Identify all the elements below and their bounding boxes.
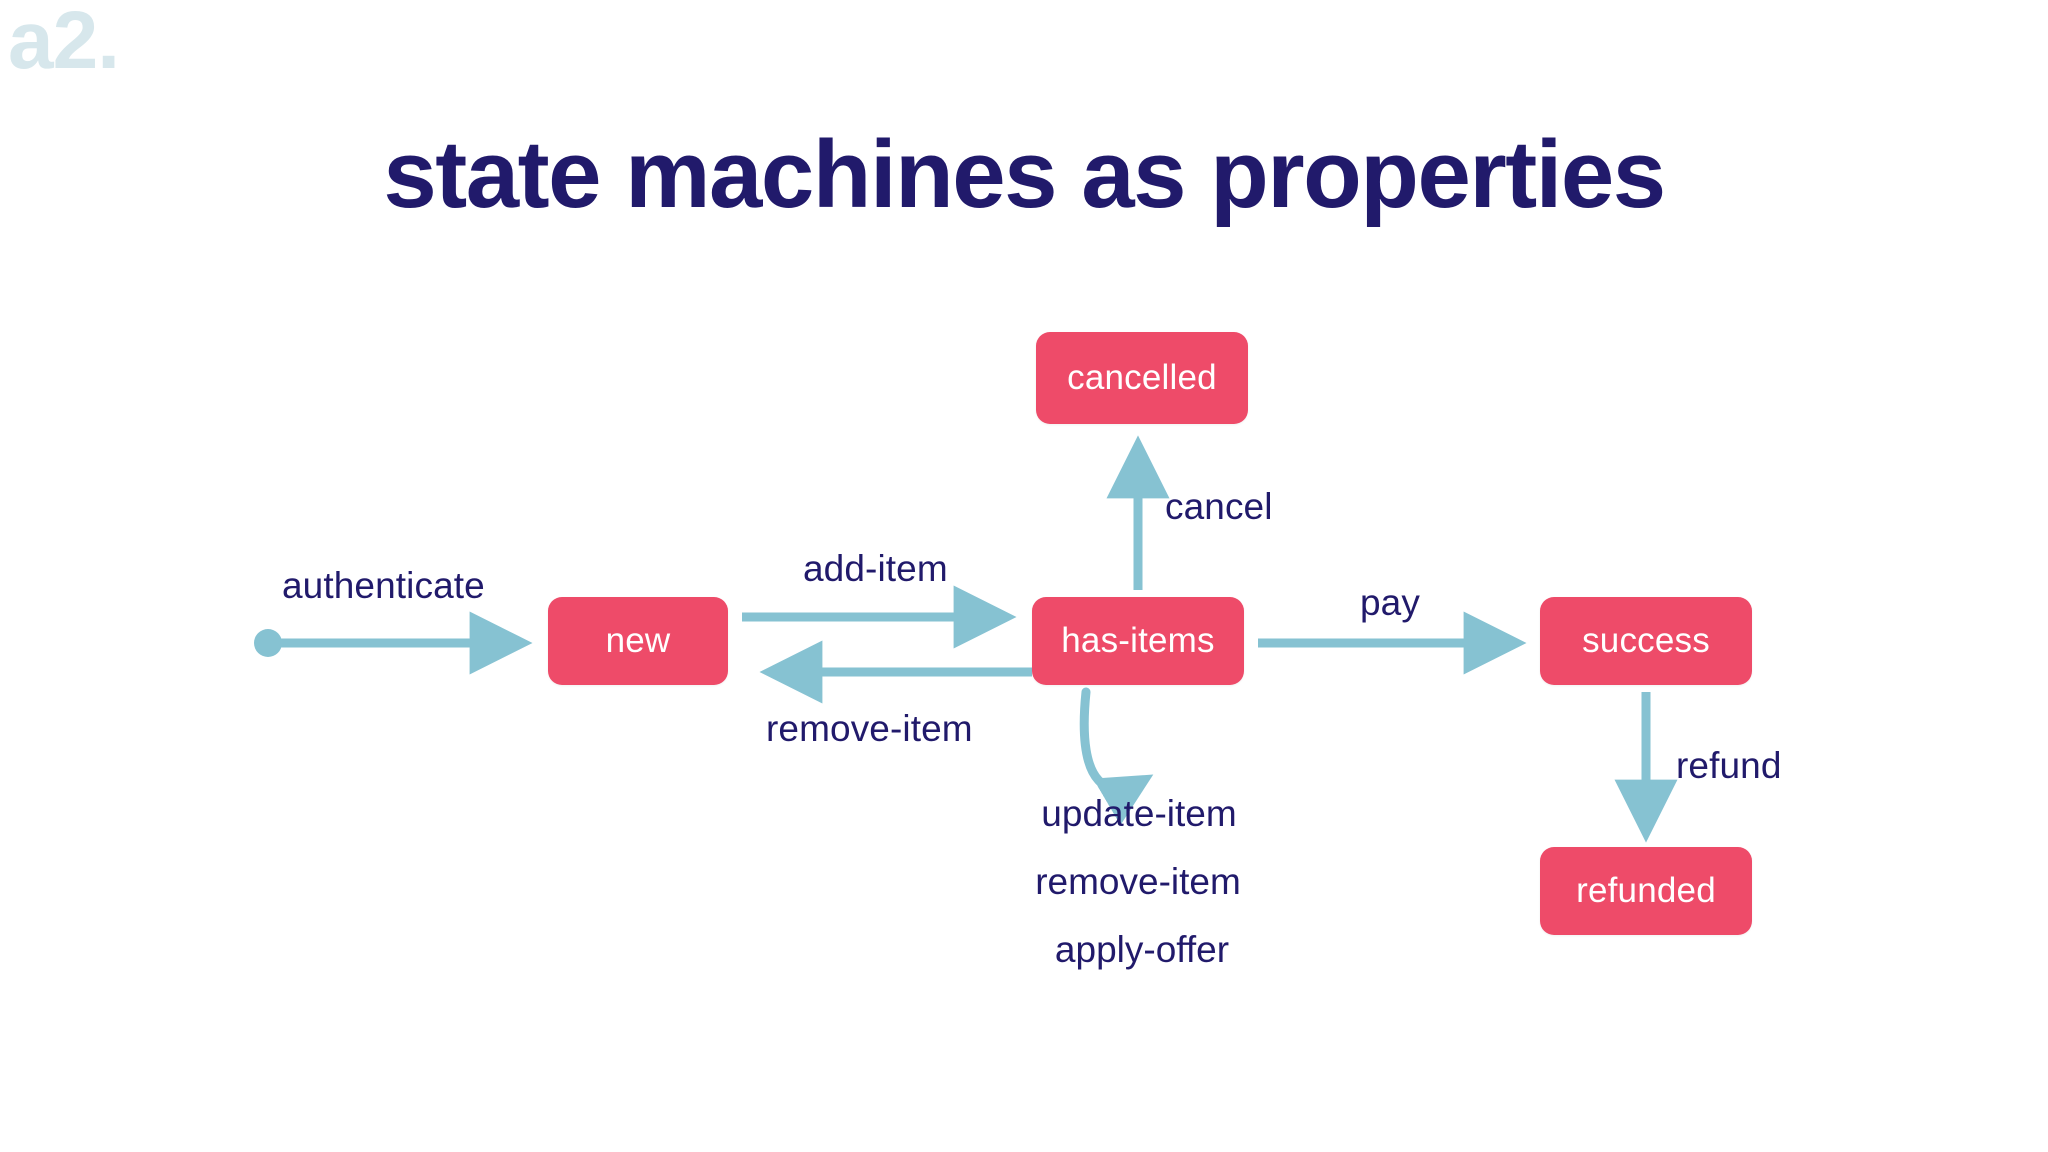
edge-label-authenticate: authenticate [282,565,485,606]
edge-label-refund: refund [1676,745,1782,786]
self-loop-label-update-item: update-item [1041,793,1237,834]
edge-label-add-item: add-item [803,548,948,589]
self-loop-label-remove-item: remove-item [1035,861,1241,902]
edge-label-remove-item: remove-item [766,708,973,749]
self-loop-label-apply-offer: apply-offer [1054,929,1230,970]
brand-watermark: a2. [8,0,120,86]
state-node-has-items[interactable]: has-items [1032,597,1244,685]
state-node-cancelled[interactable]: cancelled [1036,332,1248,424]
start-dot [254,629,282,657]
edge-label-cancel: cancel [1165,486,1273,527]
state-node-success[interactable]: success [1540,597,1752,685]
state-node-new[interactable]: new [548,597,728,685]
edge-label-pay: pay [1360,582,1420,623]
page-title: state machines as properties [383,121,1666,229]
edge-self-loop [1079,687,1154,826]
self-loop-label-group: update-item remove-item apply-offer [1032,780,1244,984]
state-node-refunded[interactable]: refunded [1540,847,1752,935]
